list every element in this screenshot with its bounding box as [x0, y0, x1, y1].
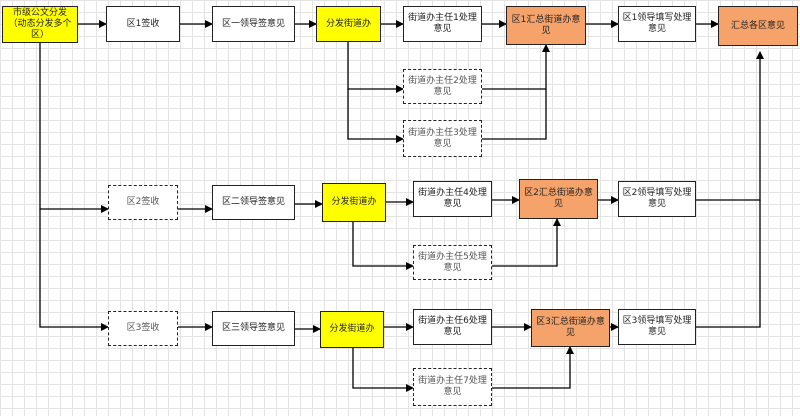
node-district1-dispatch-street[interactable]: 分发街道办	[316, 6, 381, 42]
arrow	[492, 346, 574, 389]
node-district3-summary[interactable]: 区3汇总街道办意见	[531, 309, 610, 347]
node-district1-leader-sign[interactable]: 区一领导签意见	[212, 6, 295, 42]
node-district2-leader-fill[interactable]: 区2领导填写处理意见	[618, 181, 696, 217]
arrow	[352, 347, 414, 392]
node-district2-summary[interactable]: 区2汇总街道办意见	[519, 179, 598, 219]
arrow	[696, 200, 761, 328]
node-street-director-3[interactable]: 街道办主任3处理意见	[403, 120, 482, 157]
node-district2-leader-sign[interactable]: 区二领导签意见	[212, 185, 295, 220]
node-district3-dispatch-street[interactable]: 分发街道办	[320, 311, 384, 348]
arrow	[492, 218, 561, 267]
node-summarize-all-districts[interactable]: 汇总各区意见	[718, 6, 798, 46]
node-district3-leader-sign[interactable]: 区三领导签意见	[212, 311, 295, 346]
arrow	[352, 222, 414, 270]
node-district1-receive[interactable]: 区1签收	[106, 6, 180, 42]
node-street-director-2[interactable]: 街道办主任2处理意见	[403, 69, 482, 104]
arrow	[347, 42, 404, 93]
arrow	[347, 89, 404, 143]
node-district3-leader-fill[interactable]: 区3领导填写处理意见	[618, 309, 696, 345]
arrow	[39, 42, 109, 213]
node-district3-receive[interactable]: 区3签收	[108, 311, 178, 346]
node-street-director-4[interactable]: 街道办主任4处理意见	[413, 181, 492, 217]
node-street-director-1[interactable]: 街道办主任1处理意见	[403, 6, 482, 42]
arrow	[482, 44, 550, 90]
node-district1-summary[interactable]: 区1汇总街道办意见	[506, 6, 586, 45]
arrow	[696, 51, 764, 201]
node-city-dispatch[interactable]: 市级公文分发（动态分发多个区）	[2, 6, 78, 43]
node-street-director-6[interactable]: 街道办主任6处理意见	[413, 309, 492, 345]
node-district2-dispatch-street[interactable]: 分发街道办	[322, 183, 386, 222]
node-district2-receive[interactable]: 区2签收	[108, 185, 178, 220]
node-street-director-7[interactable]: 街道办主任7处理意见	[413, 368, 492, 406]
node-street-director-5[interactable]: 街道办主任5处理意见	[413, 245, 492, 280]
arrow	[482, 89, 547, 140]
node-district1-leader-fill[interactable]: 区1领导填写处理意见	[618, 6, 696, 42]
arrow	[39, 209, 109, 331]
